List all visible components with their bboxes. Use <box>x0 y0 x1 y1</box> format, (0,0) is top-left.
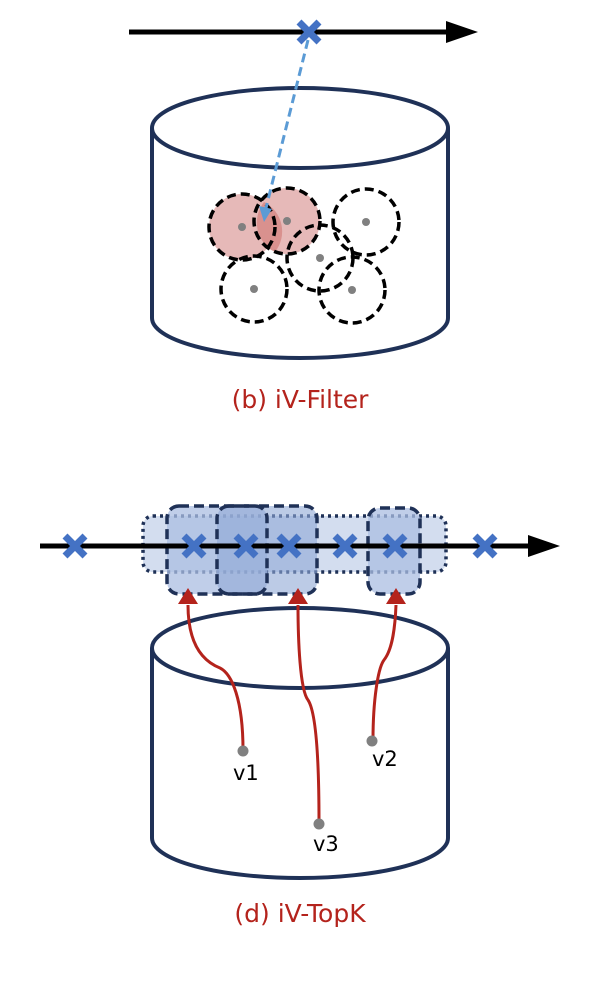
v1-arrowhead <box>178 588 198 604</box>
topk-axis-arrowhead <box>528 535 560 557</box>
query-dashed-line <box>264 39 310 209</box>
point-5 <box>250 285 258 293</box>
cross-icon <box>62 533 88 559</box>
v1-label: v1 <box>233 761 259 785</box>
v1-arrow-line <box>186 604 245 751</box>
v2-arrow-line <box>371 604 398 741</box>
cross-icon <box>276 533 302 559</box>
v3-arrow-line <box>296 604 321 823</box>
point-3 <box>362 218 370 226</box>
topk-panel: v1 v2 v3 (d) iV-TopK <box>40 504 560 928</box>
window-box-1 <box>165 504 269 596</box>
v3-label: v3 <box>313 832 339 856</box>
circle-2 <box>252 186 322 256</box>
topk-caption: (d) iV-TopK <box>234 899 366 928</box>
circle-5 <box>219 254 289 324</box>
point-1 <box>238 223 246 231</box>
v2-label: v2 <box>372 747 398 771</box>
circle-6 <box>317 255 387 325</box>
filter-circles <box>207 186 401 325</box>
v1-point <box>237 745 249 757</box>
cross-icon <box>382 533 408 559</box>
circle-1 <box>207 192 277 262</box>
window-box-2 <box>215 504 319 596</box>
cross-icon <box>181 533 207 559</box>
v2-point <box>366 735 378 747</box>
cross-icon <box>472 533 498 559</box>
cross-icon <box>233 533 259 559</box>
query-arrowhead <box>259 206 272 222</box>
filter-caption: (b) iV-Filter <box>232 385 370 414</box>
circle-3 <box>331 187 401 257</box>
query-projection <box>259 39 310 222</box>
cross-icon <box>332 533 358 559</box>
filter-cylinder-top <box>150 86 450 170</box>
filter-axis-arrowhead <box>446 21 478 43</box>
point-6 <box>348 286 356 294</box>
point-4 <box>316 254 324 262</box>
v3-arrowhead <box>288 588 308 604</box>
v3-point <box>313 818 325 830</box>
v2-arrowhead <box>386 588 406 604</box>
topk-cylinder-top <box>150 606 450 690</box>
query-cross-icon <box>296 19 322 45</box>
filter-axis <box>129 21 478 43</box>
topk-cylinder-body <box>150 648 450 880</box>
filter-panel: (b) iV-Filter <box>129 19 478 414</box>
point-2 <box>283 217 291 225</box>
